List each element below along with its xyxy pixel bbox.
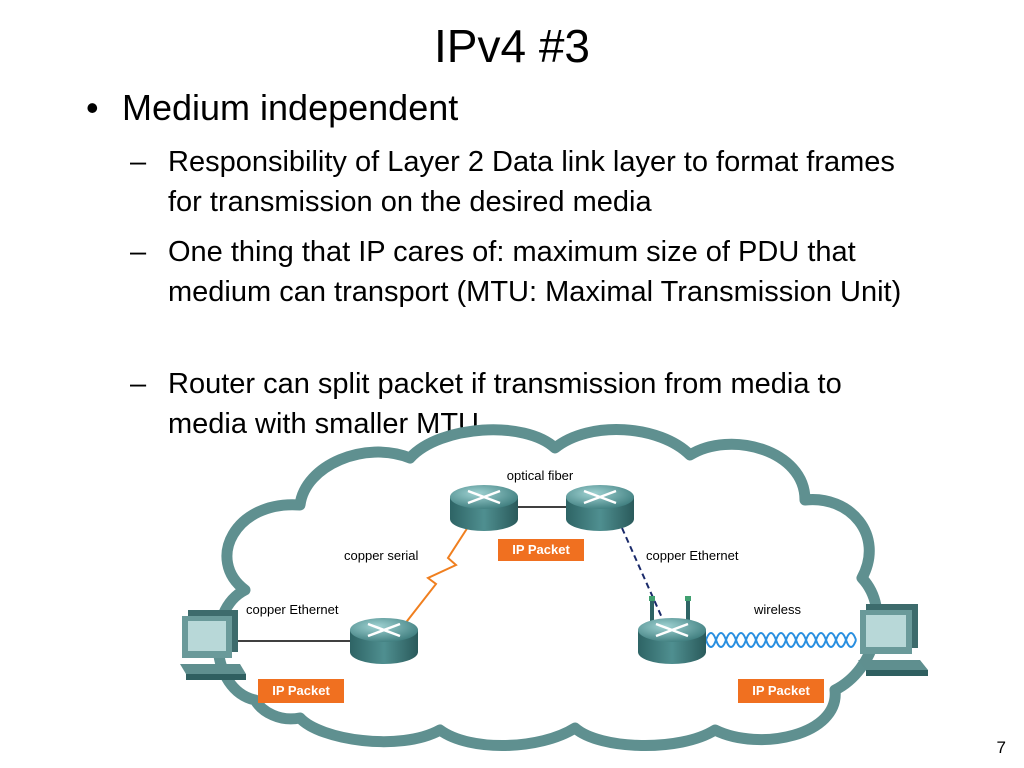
- label-copper-ethernet-right: copper Ethernet: [646, 548, 739, 563]
- sub-bullet-text: Responsibility of Layer 2 Data link laye…: [168, 146, 895, 218]
- ip-packet-label: IP Packet: [752, 683, 810, 698]
- ip-packet-label: IP Packet: [272, 683, 330, 698]
- copper-serial-link: [403, 526, 469, 626]
- wireless-router-icon: [638, 596, 706, 664]
- sub-bullet-text: One thing that IP cares of: maximum size…: [168, 236, 902, 308]
- page-number: 7: [996, 738, 1006, 757]
- computer-icon: [180, 610, 246, 680]
- label-copper-ethernet-left: copper Ethernet: [246, 602, 339, 617]
- router-icon: [350, 618, 418, 664]
- ip-packet-label: IP Packet: [512, 542, 570, 557]
- ip-packet-left: IP Packet: [258, 679, 344, 703]
- router-icon: [450, 485, 518, 531]
- sub-bullet-text: Router can split packet if transmission …: [168, 368, 842, 440]
- sub-bullet-marker: –: [130, 368, 147, 400]
- label-wireless: wireless: [753, 602, 801, 617]
- sub-bullet-marker: –: [130, 236, 147, 268]
- sub-bullet-marker: –: [130, 146, 147, 178]
- label-copper-serial: copper serial: [344, 548, 419, 563]
- router-icon: [566, 485, 634, 531]
- ip-packet-right: IP Packet: [738, 679, 824, 703]
- wireless-wave: [705, 632, 857, 648]
- bullet-marker: •: [86, 87, 99, 128]
- bullet-text: Medium independent: [122, 87, 459, 128]
- slide-title: IPv4 #3: [434, 20, 590, 72]
- computer-icon: [858, 604, 928, 676]
- copper-ethernet-link-right: [621, 527, 664, 621]
- ip-packet-top: IP Packet: [498, 539, 584, 561]
- network-cloud: [212, 424, 883, 752]
- label-optical-fiber: optical fiber: [507, 468, 574, 483]
